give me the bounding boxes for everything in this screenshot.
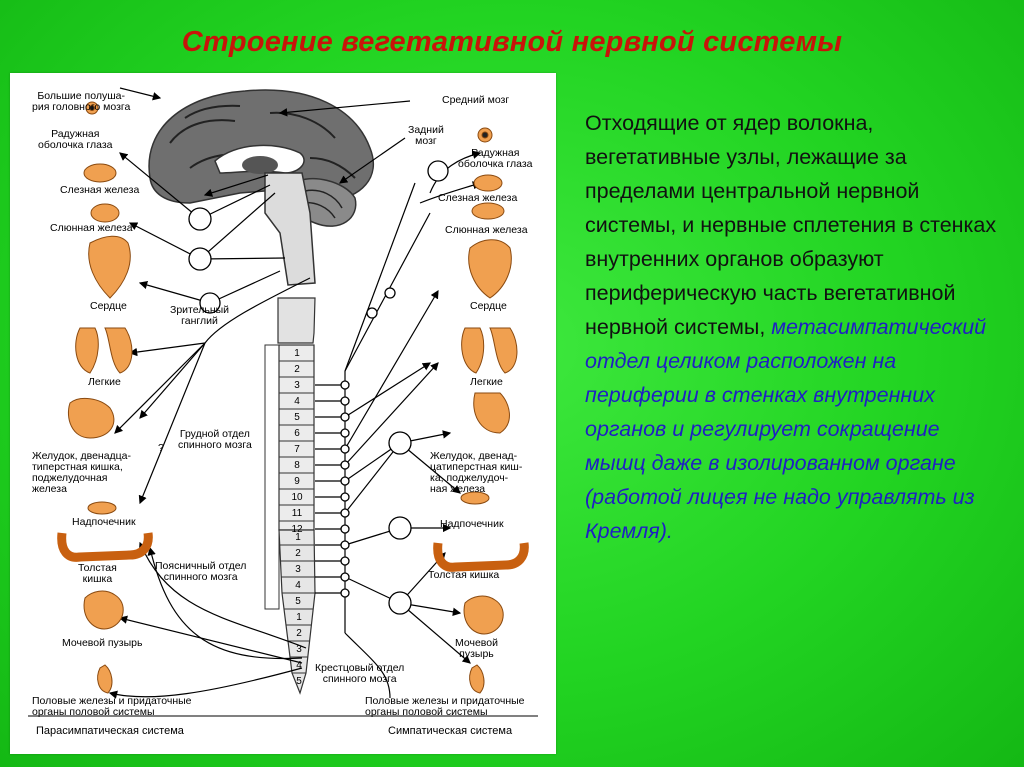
thoracic-segment-6: 6 (286, 428, 308, 440)
thoracic-segment-4: 4 (286, 396, 308, 408)
label-stomach-left: Желудок, двенадца-типерстная кишка,подже… (32, 451, 131, 495)
label-adrenal-left: Надпочечник (72, 517, 136, 528)
thoracic-segment-9: 9 (286, 476, 308, 488)
label-lungs-left: Легкие (88, 377, 121, 388)
thoracic-segment-3: 3 (286, 380, 308, 392)
label-question: ? (158, 443, 164, 454)
lumbar-segment-1: 1 (287, 532, 309, 544)
thoracic-segment-5: 5 (286, 412, 308, 424)
parasympathetic-ganglia (189, 208, 220, 313)
label-lungs-right: Легкие (470, 377, 503, 388)
thoracic-segment-11: 11 (286, 508, 308, 520)
thoracic-segment-1: 1 (286, 348, 308, 360)
label-bladder-left: Мочевой пузырь (62, 638, 142, 649)
thoracic-segment-2: 2 (286, 364, 308, 376)
label-lacrimal-right: Слезная железа (438, 193, 517, 204)
label-lacrimal-left: Слезная железа (60, 185, 139, 196)
label-heart-left: Сердце (90, 301, 127, 312)
thoracic-segment-8: 8 (286, 460, 308, 472)
description-text: Отходящие от ядер волокна, вегетативные … (585, 106, 1005, 548)
body-text: Отходящие от ядер волокна, вегетативные … (585, 111, 996, 339)
label-salivary-right: Слюнная железа (445, 225, 528, 236)
sacral-segment-3: 3 (288, 644, 310, 656)
organs-right (438, 128, 525, 693)
sacral-segment-5: 5 (288, 676, 310, 688)
brain-illustration (149, 90, 373, 285)
slide-title: Строение вегетативной нервной системы (0, 26, 1024, 59)
label-midbrain: Средний мозг (442, 95, 509, 106)
sacral-segment-2: 2 (288, 628, 310, 640)
label-hemispheres: Большие полуша-рия головного мозга (32, 91, 130, 113)
label-stomach-right: Желудок, двенад-цатиперстная киш-ка, под… (430, 451, 522, 495)
emphasis-text: метасимпатический отдел целиком располож… (585, 315, 986, 543)
nervous-system-diagram: Большие полуша-рия головного мозга Средн… (10, 73, 556, 754)
label-salivary-left: Слюнная железа (50, 223, 133, 234)
sacral-segment-1: 1 (288, 612, 310, 624)
label-colon-right: Толстая кишка (428, 570, 499, 581)
thoracic-segment-7: 7 (286, 444, 308, 456)
label-adrenal-right: Надпочечник (440, 519, 504, 530)
label-parasympathetic-system: Парасимпатическая система (36, 726, 184, 737)
sacral-segment-4: 4 (288, 660, 310, 672)
thoracic-segment-10: 10 (286, 492, 308, 504)
lumbar-segment-4: 4 (287, 580, 309, 592)
label-sympathetic-system: Симпатическая система (388, 726, 512, 737)
sympathetic-ganglia (341, 161, 448, 614)
label-heart-right: Сердце (470, 301, 507, 312)
lumbar-segment-5: 5 (287, 596, 309, 608)
lumbar-segment-3: 3 (287, 564, 309, 576)
lumbar-segment-2: 2 (287, 548, 309, 560)
